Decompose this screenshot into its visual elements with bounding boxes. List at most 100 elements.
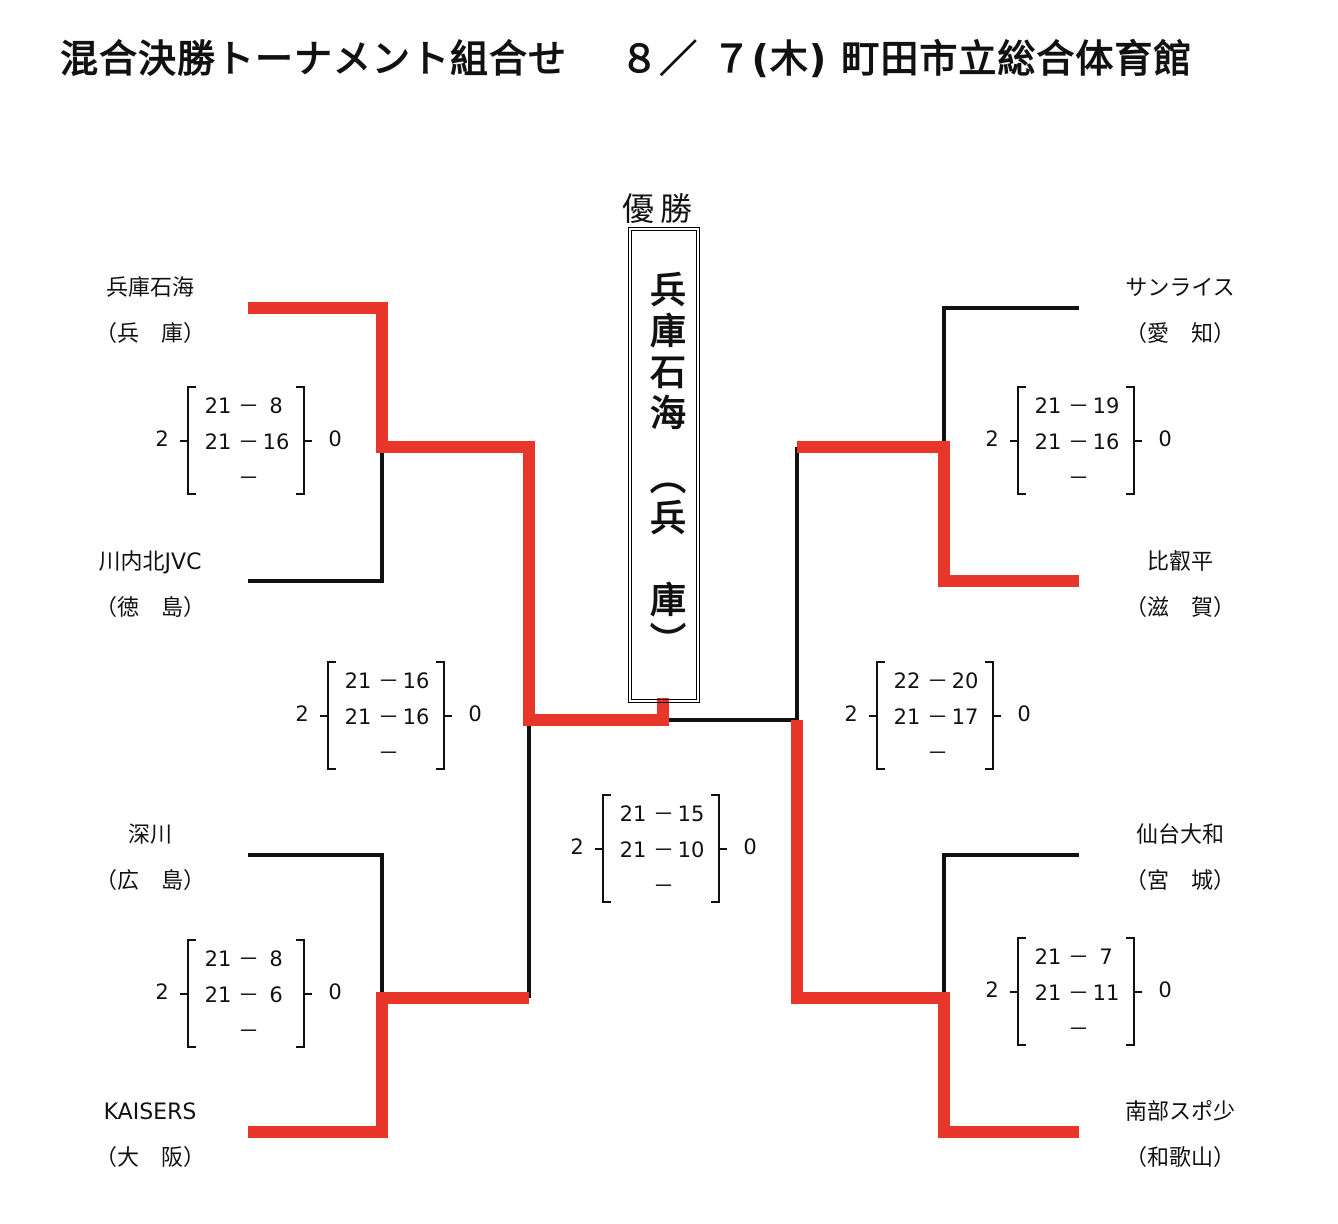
set-score-left: 21 <box>344 705 372 729</box>
set-score-left: 22 <box>893 669 921 693</box>
team-name: 兵庫石海 <box>105 276 194 301</box>
team-name: 仙台大和 <box>1135 823 1224 848</box>
games-won-right: 0 <box>328 427 342 451</box>
line-right-team1 <box>942 306 1079 447</box>
winner-path-left <box>248 302 669 726</box>
set-score-row: 21－17 <box>877 702 995 732</box>
score-bracket-right <box>436 661 452 770</box>
games-won-right: 0 <box>743 835 757 859</box>
score-bracket-right <box>1126 386 1142 495</box>
set-score-row: － <box>188 463 306 493</box>
games-won-left: 2 <box>570 835 584 859</box>
games-won-left: 2 <box>155 980 169 1004</box>
page-title: 混合決勝トーナメント組合せ ８／ ７(木) 町田市立総合体育館 <box>60 37 1193 81</box>
set-score-row: 21－8 <box>188 391 306 421</box>
set-score-row: 21－7 <box>1018 942 1136 972</box>
champion-box: 兵庫石海 （兵 庫） <box>628 227 700 703</box>
set-score-dash: － <box>238 1019 259 1043</box>
team-left-3: 深川 （広 島） <box>50 821 250 897</box>
games-won-right: 0 <box>468 702 482 726</box>
team-right-2: 比叡平 （滋 賀） <box>1080 548 1280 624</box>
set-score-right: 7 <box>1099 945 1113 969</box>
set-score-dash: － <box>1068 430 1089 454</box>
set-score-left: 21 <box>1034 981 1062 1005</box>
set-score-dash: － <box>238 947 259 971</box>
set-score-left: 21 <box>204 430 232 454</box>
games-won-left: 2 <box>985 427 999 451</box>
team-prefecture: （宮 城） <box>1124 869 1235 894</box>
set-score-right: 16 <box>402 705 430 729</box>
set-score-row: － <box>188 1016 306 1046</box>
set-score-dash: － <box>238 466 259 490</box>
set-score-right: 17 <box>951 705 979 729</box>
score-bracket-left <box>180 386 196 495</box>
set-score-dash: － <box>1068 1017 1089 1041</box>
set-score-row: 21－6 <box>188 980 306 1010</box>
set-score-dash: － <box>238 394 259 418</box>
team-prefecture: （愛 知） <box>1124 322 1235 347</box>
set-score-row: 21－16 <box>328 666 446 696</box>
games-won-right: 0 <box>328 980 342 1004</box>
games-won-left: 2 <box>844 702 858 726</box>
set-score-row: － <box>1018 463 1136 493</box>
team-prefecture: （和歌山） <box>1124 1146 1235 1171</box>
set-score-left: 21 <box>204 947 232 971</box>
team-left-1: 兵庫石海 （兵 庫） <box>50 274 250 350</box>
winner-path-kaisers <box>248 992 529 1138</box>
set-score-right: 10 <box>677 838 705 862</box>
team-right-4: 南部スポ少 （和歌山） <box>1080 1098 1280 1174</box>
score-bracket-right <box>296 939 312 1048</box>
team-name: 深川 <box>127 823 172 848</box>
set-score-right: 6 <box>269 983 283 1007</box>
set-score-left: 21 <box>344 669 372 693</box>
score-bracket-right <box>296 386 312 495</box>
team-right-1: サンライス （愛 知） <box>1080 274 1280 350</box>
champion-name: 兵庫石海 （兵 庫） <box>644 271 685 663</box>
set-score-row: 21－19 <box>1018 391 1136 421</box>
team-prefecture: （兵 庫） <box>94 322 205 347</box>
team-name: サンライス <box>1125 276 1235 301</box>
set-score-row: 21－16 <box>1018 427 1136 457</box>
team-prefecture: （滋 賀） <box>1124 596 1235 621</box>
score-bracket-left <box>595 794 611 903</box>
line-right-team3 <box>942 853 1079 998</box>
set-score-row: 21－ 8 <box>188 944 306 974</box>
set-score-row: 21－16 <box>328 702 446 732</box>
score-bracket-right <box>1126 937 1142 1046</box>
team-name: 川内北JVC <box>98 550 202 575</box>
set-score-left: 21 <box>204 394 232 418</box>
set-score-right: 15 <box>677 802 705 826</box>
set-score-right: 16 <box>262 430 290 454</box>
set-score-row: 21－11 <box>1018 978 1136 1008</box>
set-score-dash: － <box>378 669 399 693</box>
set-score-right: 19 <box>1092 394 1120 418</box>
team-left-4: KAISERS （大 阪） <box>50 1098 250 1174</box>
set-score-right: 16 <box>402 669 430 693</box>
score-bracket-left <box>1010 386 1026 495</box>
set-score-row: 22－20 <box>877 666 995 696</box>
games-won-right: 0 <box>1158 978 1172 1002</box>
set-score-left: 21 <box>1034 945 1062 969</box>
games-won-right: 0 <box>1158 427 1172 451</box>
set-score-right: 8 <box>269 947 283 971</box>
set-score-dash: － <box>238 983 259 1007</box>
set-score-dash: － <box>1068 394 1089 418</box>
winner-path-right-lower <box>791 720 1079 1138</box>
set-score-right: 20 <box>951 669 979 693</box>
winner-path-hieidaira <box>797 441 1079 587</box>
set-score-left: 21 <box>893 705 921 729</box>
set-score-row: 21－16 <box>188 427 306 457</box>
set-score-row: － <box>877 738 995 768</box>
set-score-dash: － <box>1068 981 1089 1005</box>
set-score-dash: － <box>1068 466 1089 490</box>
set-score-row: － <box>1018 1014 1136 1044</box>
set-score-right: 16 <box>1092 430 1120 454</box>
team-right-3: 仙台大和 （宮 城） <box>1080 821 1280 897</box>
set-score-left: 21 <box>619 802 647 826</box>
set-score-left: 21 <box>619 838 647 862</box>
team-name: 南部スポ少 <box>1124 1100 1235 1125</box>
